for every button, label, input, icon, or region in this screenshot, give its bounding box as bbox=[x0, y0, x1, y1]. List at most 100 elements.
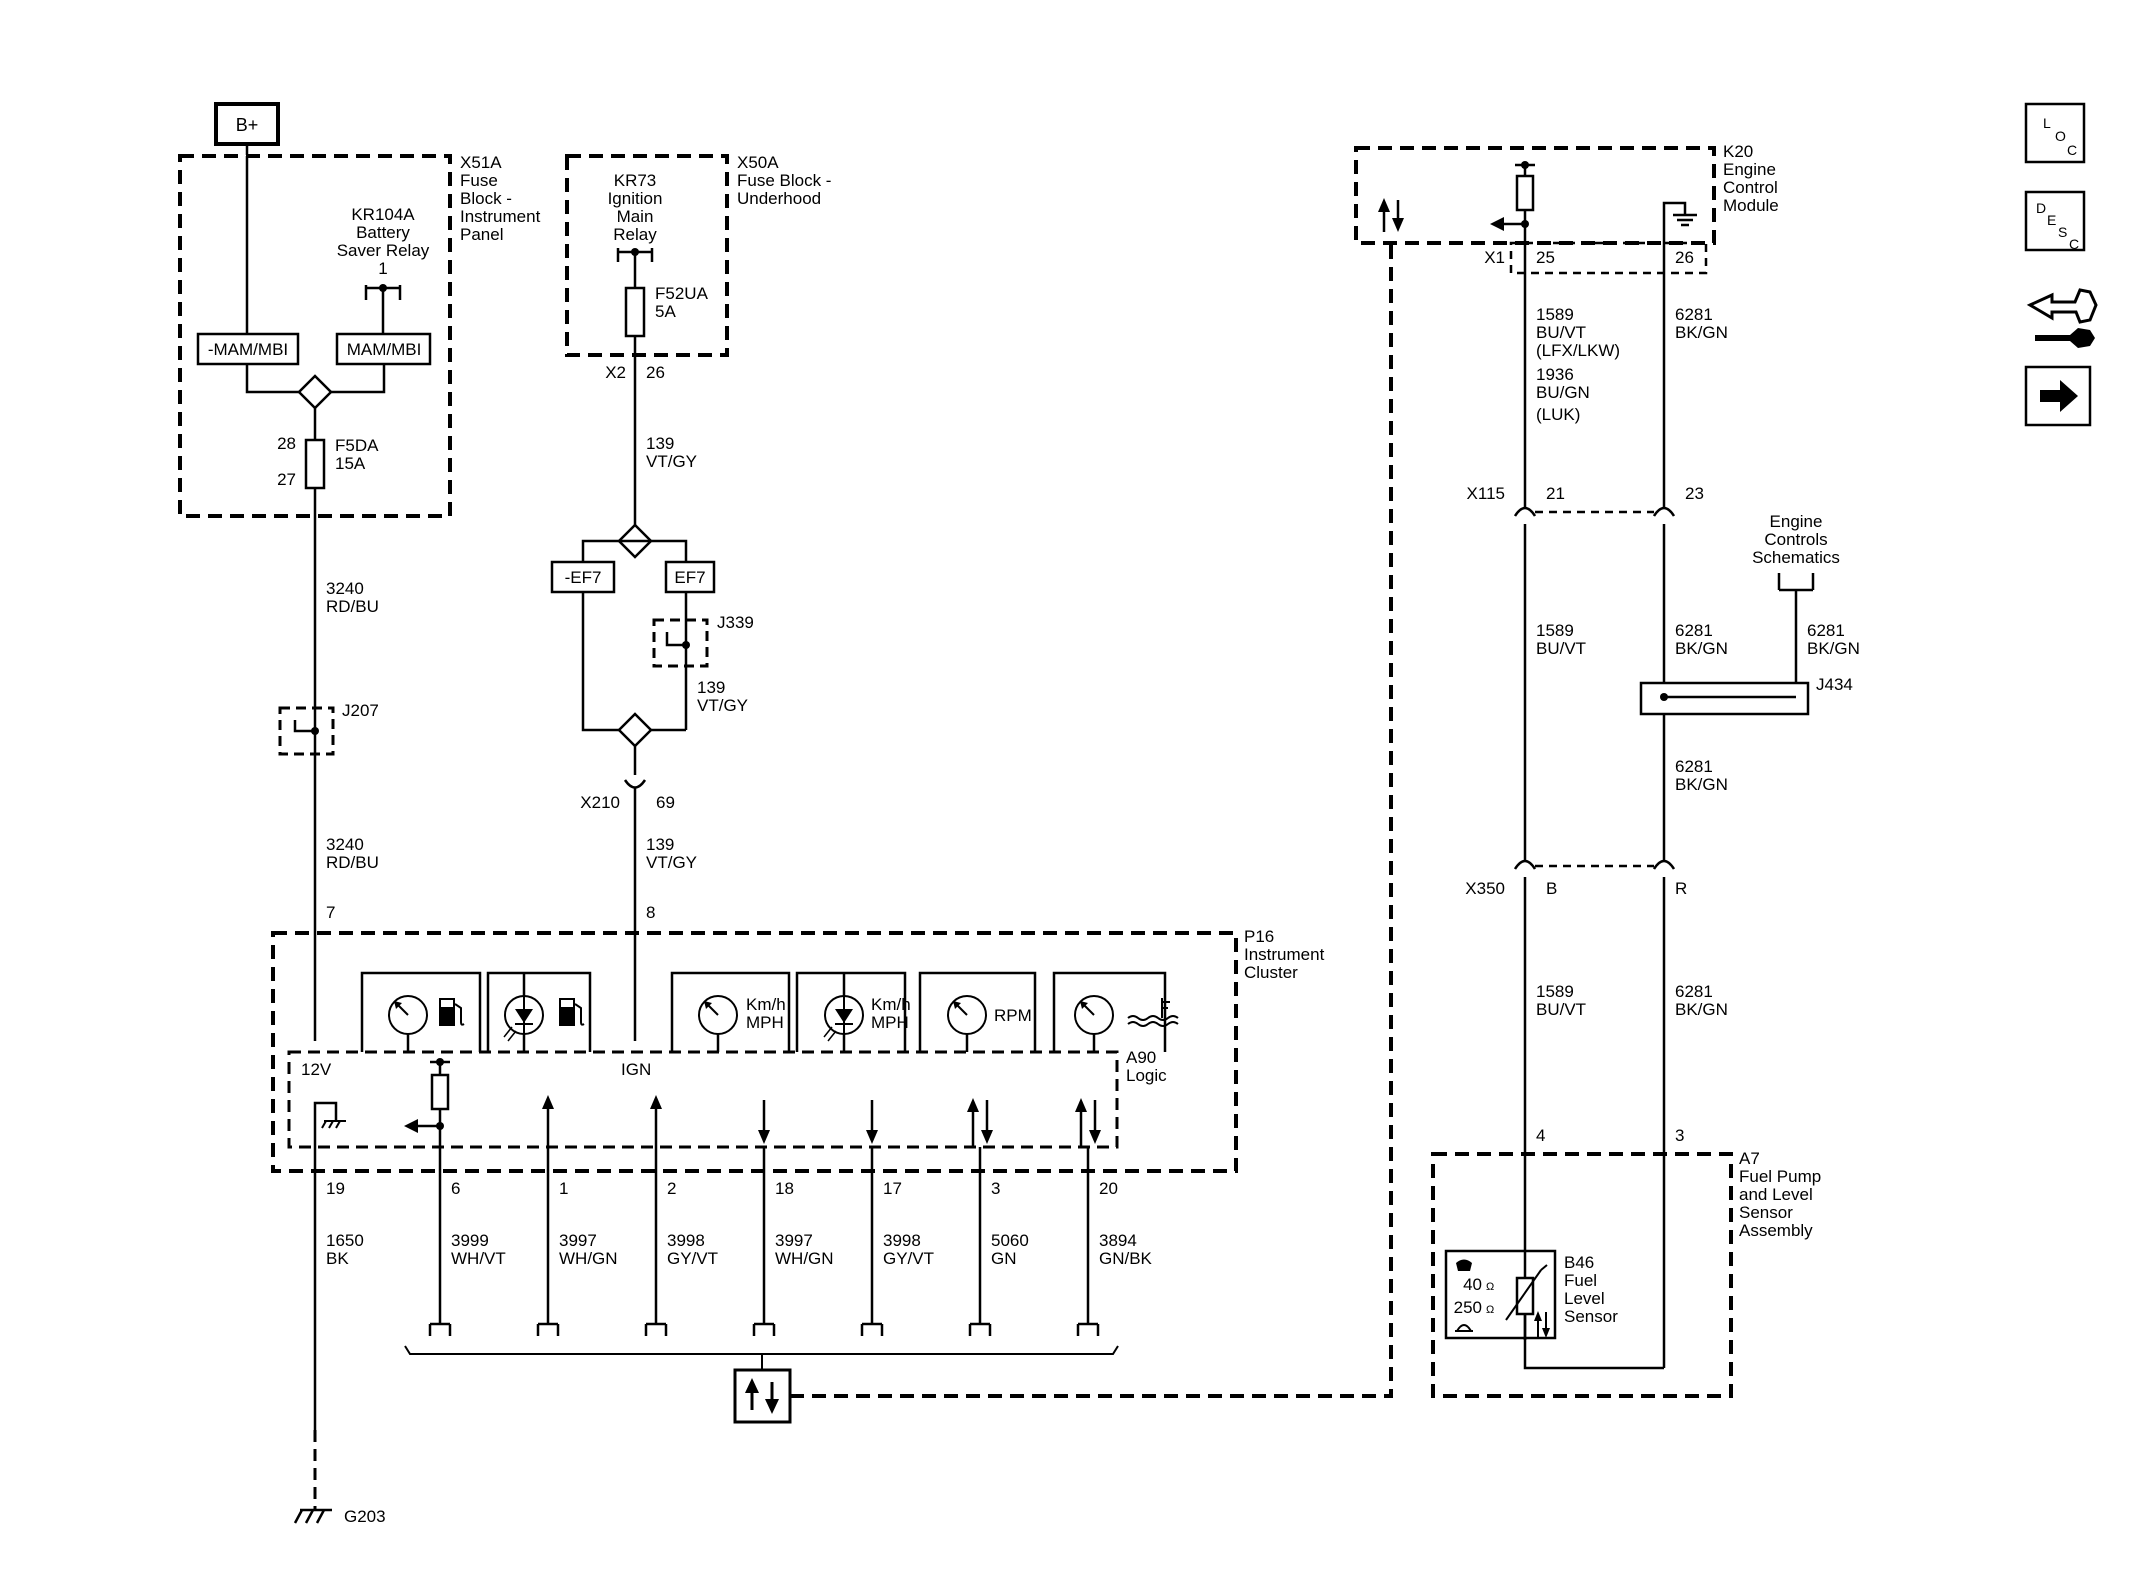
svg-text:21: 21 bbox=[1546, 484, 1565, 503]
x115-connector-a bbox=[1513, 506, 1537, 517]
svg-text:Engine: Engine bbox=[1770, 512, 1823, 531]
next-arrow-icon[interactable] bbox=[2024, 365, 2092, 427]
svg-text:GY/VT: GY/VT bbox=[667, 1249, 718, 1268]
repair-icon[interactable] bbox=[2026, 288, 2098, 348]
svg-text:F5DA: F5DA bbox=[335, 436, 379, 455]
svg-text:Logic: Logic bbox=[1126, 1066, 1167, 1085]
svg-text:Block -: Block - bbox=[460, 189, 512, 208]
svg-text:Battery: Battery bbox=[356, 223, 410, 242]
svg-text:Instrument: Instrument bbox=[1244, 945, 1325, 964]
j207-label: J207 bbox=[342, 701, 379, 720]
svg-text:Instrument: Instrument bbox=[460, 207, 541, 226]
engine-controls-terminal bbox=[1777, 573, 1815, 697]
svg-text:2: 2 bbox=[667, 1179, 676, 1198]
x50a-name: X50A bbox=[737, 153, 779, 172]
svg-text:Saver Relay: Saver Relay bbox=[337, 241, 430, 260]
svg-text:26: 26 bbox=[646, 363, 665, 382]
svg-text:3240: 3240 bbox=[326, 835, 364, 854]
svg-text:RD/BU: RD/BU bbox=[326, 597, 379, 616]
fuel-pump-icon bbox=[438, 997, 465, 1027]
svg-text:Sensor: Sensor bbox=[1739, 1203, 1793, 1222]
svg-text:BU/VT: BU/VT bbox=[1536, 639, 1586, 658]
x51a-name: X51A bbox=[460, 153, 502, 172]
x350-connector-b bbox=[1652, 859, 1676, 870]
gauge-group-2 bbox=[486, 971, 592, 1052]
svg-text:BK/GN: BK/GN bbox=[1675, 323, 1728, 342]
svg-text:6: 6 bbox=[451, 1179, 460, 1198]
ecm-pullup-resistor bbox=[1490, 161, 1535, 243]
fuse-f5da bbox=[304, 438, 326, 490]
svg-text:X115: X115 bbox=[1467, 484, 1505, 503]
swap-arrows-icon[interactable] bbox=[733, 1368, 792, 1424]
svg-text:BK/GN: BK/GN bbox=[1807, 639, 1860, 658]
svg-text:6281: 6281 bbox=[1807, 621, 1845, 640]
svg-text:8: 8 bbox=[646, 903, 655, 922]
svg-text:-EF7: -EF7 bbox=[565, 568, 602, 587]
splice-diamond bbox=[297, 374, 333, 410]
fuel-gauge-icon bbox=[388, 995, 428, 1035]
variable-resistor-icon bbox=[1505, 1264, 1550, 1340]
fuel-pump-icon-2 bbox=[558, 997, 585, 1027]
svg-text:26: 26 bbox=[1675, 248, 1694, 267]
svg-text:MPH: MPH bbox=[746, 1013, 784, 1032]
j339-label: J339 bbox=[717, 613, 754, 632]
svg-text:GY/VT: GY/VT bbox=[883, 1249, 934, 1268]
full-tank-icon bbox=[1456, 1259, 1472, 1271]
svg-text:28: 28 bbox=[277, 434, 296, 453]
svg-text:MAM/MBI: MAM/MBI bbox=[347, 340, 422, 359]
svg-text:F52UA: F52UA bbox=[655, 284, 709, 303]
a90-logic-block bbox=[287, 1050, 1119, 1149]
svg-text:Ω: Ω bbox=[1486, 1281, 1494, 1293]
serial-data-link bbox=[790, 243, 1393, 1398]
svg-text:Fuse: Fuse bbox=[460, 171, 498, 190]
gauge-group-1 bbox=[360, 971, 482, 1052]
svg-text:-MAM/MBI: -MAM/MBI bbox=[208, 340, 288, 359]
fuel-indicator-icon bbox=[503, 995, 544, 1042]
k20-name: K20 bbox=[1723, 142, 1753, 161]
svg-text:139: 139 bbox=[646, 835, 674, 854]
svg-text:3240: 3240 bbox=[326, 579, 364, 598]
svg-text:3998: 3998 bbox=[883, 1231, 921, 1250]
svg-text:1589: 1589 bbox=[1536, 621, 1574, 640]
j339-splice bbox=[652, 618, 709, 668]
kr73-label: KR73 bbox=[614, 171, 657, 190]
svg-text:27: 27 bbox=[277, 470, 296, 489]
svg-text:18: 18 bbox=[775, 1179, 794, 1198]
svg-text:Main: Main bbox=[617, 207, 654, 226]
svg-text:3997: 3997 bbox=[559, 1231, 597, 1250]
svg-text:19: 19 bbox=[326, 1179, 345, 1198]
svg-text:3: 3 bbox=[1675, 1126, 1684, 1145]
svg-text:1: 1 bbox=[559, 1179, 568, 1198]
fuse-f52ua bbox=[624, 286, 646, 338]
svg-text:RD/BU: RD/BU bbox=[326, 853, 379, 872]
svg-text:3997: 3997 bbox=[775, 1231, 813, 1250]
x115-connector-b bbox=[1652, 506, 1676, 517]
svg-text:Assembly: Assembly bbox=[1739, 1221, 1813, 1240]
mam-mbi-left bbox=[196, 332, 300, 366]
speed-indicator-icon bbox=[823, 995, 864, 1042]
x1-connector bbox=[1509, 241, 1708, 275]
x350-connector-a bbox=[1513, 859, 1537, 870]
svg-text:BK/GN: BK/GN bbox=[1675, 1000, 1728, 1019]
svg-text:7: 7 bbox=[326, 903, 335, 922]
svg-text:Km/h: Km/h bbox=[746, 995, 786, 1014]
j434-splice-pack bbox=[1639, 681, 1810, 716]
svg-text:3999: 3999 bbox=[451, 1231, 489, 1250]
svg-text:(LFX/LKW): (LFX/LKW) bbox=[1536, 341, 1620, 360]
gauge-group-4: Km/h MPH bbox=[795, 971, 911, 1052]
svg-text:Schematics: Schematics bbox=[1752, 548, 1840, 567]
p16-instrument-cluster bbox=[271, 931, 1238, 1173]
svg-text:Cluster: Cluster bbox=[1244, 963, 1298, 982]
svg-text:1: 1 bbox=[378, 259, 387, 278]
speedometer-icon bbox=[698, 995, 738, 1035]
svg-text:12V: 12V bbox=[301, 1060, 332, 1079]
svg-text:GN: GN bbox=[991, 1249, 1017, 1268]
location-button[interactable]: L O C bbox=[2024, 102, 2086, 164]
j207-splice bbox=[278, 706, 335, 756]
svg-text:BK/GN: BK/GN bbox=[1675, 775, 1728, 794]
description-button[interactable]: D E S C bbox=[2024, 190, 2086, 252]
svg-text:3998: 3998 bbox=[667, 1231, 705, 1250]
svg-text:R: R bbox=[1675, 879, 1687, 898]
svg-text:69: 69 bbox=[656, 793, 675, 812]
